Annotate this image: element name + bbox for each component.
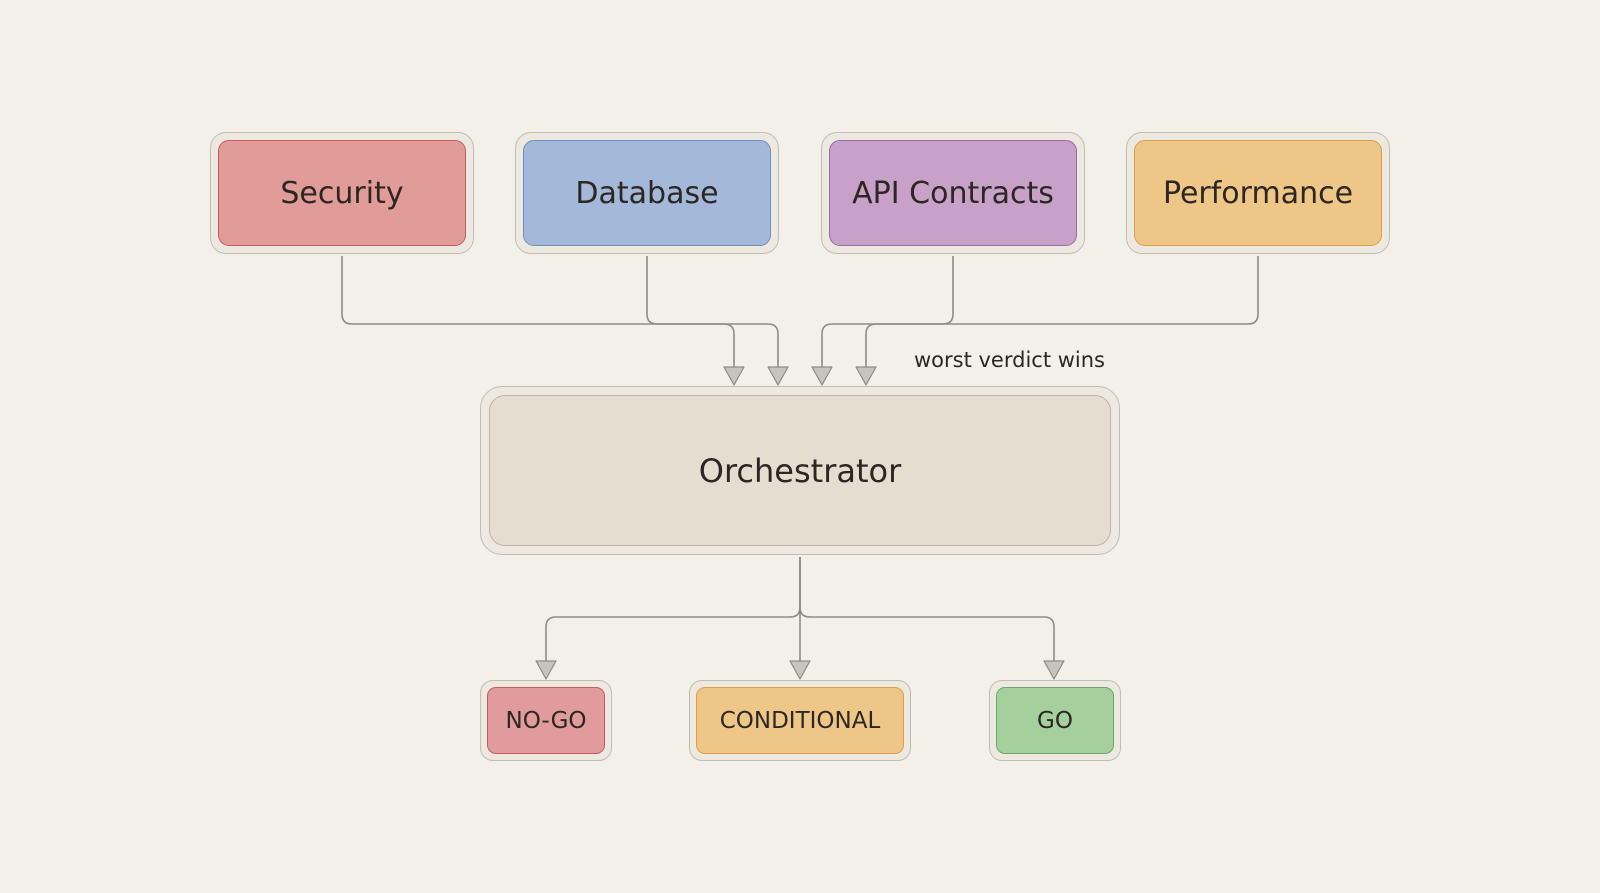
outcome-go-label: GO — [996, 687, 1114, 754]
arrowhead-go — [1043, 660, 1065, 680]
connector-performance — [865, 256, 1259, 370]
outcome-no-go: NO-GO — [480, 680, 612, 761]
annotation-worst-verdict-wins: worst verdict wins — [914, 348, 1105, 372]
reviewer-api-contracts-label: API Contracts — [829, 140, 1077, 246]
reviewer-security: Security — [210, 132, 474, 254]
connector-to-no-go — [545, 557, 801, 664]
reviewer-security-label: Security — [218, 140, 466, 246]
reviewer-performance: Performance — [1126, 132, 1390, 254]
outcome-go: GO — [989, 680, 1121, 761]
arrowhead-performance — [855, 366, 877, 386]
arrowhead-security — [723, 366, 745, 386]
orchestrator-label: Orchestrator — [489, 395, 1111, 546]
arrowhead-no-go — [535, 660, 557, 680]
reviewer-performance-label: Performance — [1134, 140, 1382, 246]
arrowhead-database — [767, 366, 789, 386]
outcome-conditional-label: CONDITIONAL — [696, 687, 904, 754]
connector-database — [646, 256, 779, 370]
reviewer-database-label: Database — [523, 140, 771, 246]
connector-security — [341, 256, 735, 370]
connector-to-go — [799, 557, 1055, 664]
outcome-no-go-label: NO-GO — [487, 687, 605, 754]
arrowhead-api-contracts — [811, 366, 833, 386]
outcome-conditional: CONDITIONAL — [689, 680, 911, 761]
reviewer-database: Database — [515, 132, 779, 254]
orchestrator-node: Orchestrator — [480, 386, 1120, 555]
arrowhead-conditional — [789, 660, 811, 680]
reviewer-api-contracts: API Contracts — [821, 132, 1085, 254]
